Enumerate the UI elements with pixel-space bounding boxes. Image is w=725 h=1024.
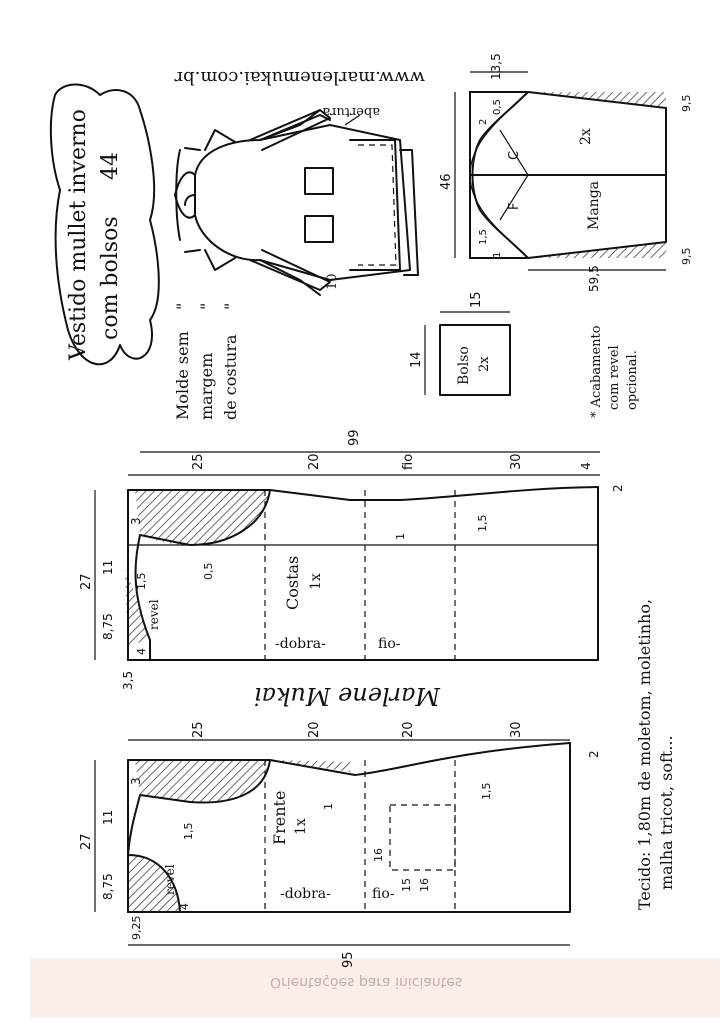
sleeve-zone-c: C: [507, 151, 522, 160]
front-width: 27: [79, 833, 94, 850]
back-seg-mid2: fio: [401, 454, 416, 470]
cuff-dim: 10: [325, 273, 340, 290]
back-total-length: 99: [347, 429, 362, 446]
title-size: 44: [98, 152, 123, 180]
front-total-length: 95: [341, 951, 356, 968]
mold-note-line1: Molde sem: [173, 331, 192, 420]
pocket-height: 15: [469, 291, 484, 308]
front-pocket-dim-1: 16: [372, 848, 385, 862]
pocket-label: Bolso: [456, 346, 472, 385]
front-piece: 25 20 20 30 2 27 11 8,75 9,25 3 1,5 1 1,…: [79, 721, 601, 968]
front-armhole-top: 3: [129, 777, 143, 785]
front-grain-label: fio-: [372, 886, 395, 902]
sleeve-zone-f: F: [507, 203, 522, 210]
back-piece: 99 25 20 fio 30 4 2 27 11 8,75 3,5 3 0,5…: [79, 429, 625, 690]
back-width: 27: [79, 573, 94, 590]
front-revel-label: revel: [163, 864, 177, 895]
footer-banner: [30, 958, 720, 1018]
front-label: Frente: [270, 791, 289, 845]
front-side-1: 1: [322, 803, 335, 810]
back-armhole-curve: 0,5: [202, 563, 215, 581]
pocket-piece: 15 14 Bolso 2x: [409, 291, 511, 396]
back-seg-mid1: 20: [307, 453, 322, 470]
front-neck-depth: 8,75: [101, 873, 115, 900]
front-pocket-dim-2: 15: [400, 878, 413, 892]
finish-note-line2: com revel: [607, 345, 622, 410]
sleeve-bottom-margin: 9,5: [680, 248, 693, 266]
finish-note-line3: opcional.: [625, 350, 640, 410]
sleeve-width: 46: [439, 173, 454, 190]
front-seg-hem: 30: [509, 721, 524, 738]
mold-note: Molde sem margem de costura " " ": [173, 303, 240, 420]
front-neck-front: 9,25: [130, 916, 143, 941]
back-seg-hem: 30: [509, 453, 524, 470]
mold-note-line2: margem: [197, 353, 216, 420]
pocket-width: 14: [409, 351, 424, 368]
abertura-label: abertura: [322, 104, 380, 119]
front-seg-mid1: 20: [307, 721, 322, 738]
front-shoulder: 11: [101, 810, 115, 825]
back-seg-armhole: 25: [191, 453, 206, 470]
sleeve-curve-dim-3: 1,5: [478, 229, 489, 245]
back-grain-label: fio-: [378, 636, 401, 652]
front-armhole-curve: 1,5: [182, 823, 195, 841]
back-hem-drop: 4: [579, 462, 593, 470]
mold-note-line3: de costura: [221, 334, 240, 420]
sleeve-curve-dim-1: 0,5: [492, 99, 503, 115]
svg-text:Orientações para iniciantes: Orientações para iniciantes: [270, 974, 462, 990]
sleeve-label: Manga: [586, 181, 602, 230]
title-cloud: Vestido mullet inverno com bolsos 44: [49, 83, 160, 366]
back-neck-small2: 1,5: [135, 573, 148, 591]
sleeve-curve-dim-4: 1: [492, 252, 503, 258]
dress-sketch: abertura 10: [174, 104, 419, 296]
back-hem-side: 2: [611, 484, 625, 492]
back-shoulder: 11: [101, 560, 115, 575]
fabric-note-line2: malha tricot, soft...: [657, 735, 676, 890]
sleeve-count: 2x: [578, 128, 594, 145]
fabric-note-line1: Tecido: 1,80m de moletom, moletinho,: [635, 599, 654, 910]
finish-note: * Acabamento com revel opcional.: [589, 325, 640, 418]
signature: Marlene Mukai: [254, 682, 441, 710]
title-line2: com bolsos: [98, 216, 123, 340]
front-neck-small: 4: [178, 903, 191, 910]
back-neck-depth: 8,75: [101, 613, 115, 640]
ditto-mark-2: ": [197, 303, 216, 310]
ditto-mark-1: ": [173, 303, 192, 310]
front-seg-mid2: 20: [401, 721, 416, 738]
sleeve-length: 59,5: [587, 265, 601, 292]
pocket-count: 2x: [477, 356, 492, 372]
front-count: 1x: [293, 818, 309, 835]
front-pocket-dim-3: 16: [418, 878, 431, 892]
back-side-1: 1: [394, 533, 407, 540]
back-side-15: 1,5: [476, 515, 489, 533]
back-armhole-top: 3: [129, 517, 143, 525]
footer-mirrored-text: Orientações para iniciantes: [270, 974, 462, 990]
sleeve-piece: 2x Manga C F 46 13,5 59,5 9,5 9,5 0,5 2 …: [439, 53, 693, 292]
ditto-mark-3: ": [221, 303, 240, 310]
sleeve-curve-dim-2: 2: [478, 119, 489, 125]
back-count: 1x: [308, 573, 324, 590]
svg-text:Marlene Mukai: Marlene Mukai: [254, 682, 441, 710]
website-text: www.marlenemukai.com.br: [174, 67, 425, 88]
svg-text:www.marlenemukai.com.br: www.marlenemukai.com.br: [174, 67, 425, 88]
back-neck-front: 3,5: [121, 671, 135, 690]
back-label: Costas: [283, 556, 302, 610]
back-fold-label: -dobra-: [275, 636, 326, 652]
front-fold-label: -dobra-: [280, 886, 331, 902]
finish-note-line1: * Acabamento: [589, 325, 604, 418]
front-hem-side: 2: [587, 750, 601, 758]
back-neck-small: 4: [135, 648, 148, 655]
sleeve-top-margin: 9,5: [680, 95, 693, 113]
front-side-15: 1,5: [480, 783, 493, 801]
sleeve-cap-height: 13,5: [489, 53, 503, 80]
title-line1: Vestido mullet inverno: [66, 109, 91, 361]
fabric-note: Tecido: 1,80m de moletom, moletinho, mal…: [635, 599, 676, 910]
back-revel-label: revel: [147, 599, 161, 630]
front-seg-armhole: 25: [191, 721, 206, 738]
